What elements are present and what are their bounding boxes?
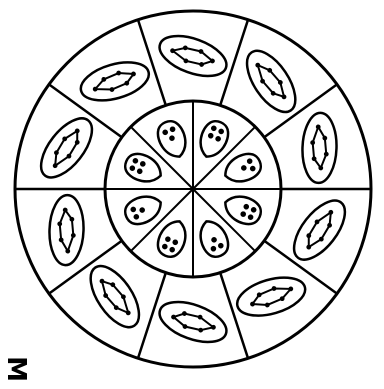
outer-cell: [154, 28, 231, 84]
outer-divider-line: [138, 20, 166, 106]
outer-cell-membrane: [285, 192, 355, 268]
outer-cell: [154, 294, 231, 350]
outer-divider-line: [220, 273, 248, 359]
outer-cell-membrane: [76, 55, 153, 107]
center-point: [191, 187, 195, 191]
outer-cell-membrane: [154, 28, 231, 84]
outer-cell-membrane: [48, 195, 84, 266]
outer-cell-membrane: [32, 110, 102, 186]
corner-letter: M: [0, 355, 33, 383]
outer-cell-membrane: [81, 258, 148, 335]
outer-cell-membrane: [301, 112, 337, 183]
outer-cell-membrane: [233, 271, 310, 323]
outer-cell-membrane: [238, 43, 305, 120]
outer-cell-membrane: [154, 294, 231, 350]
